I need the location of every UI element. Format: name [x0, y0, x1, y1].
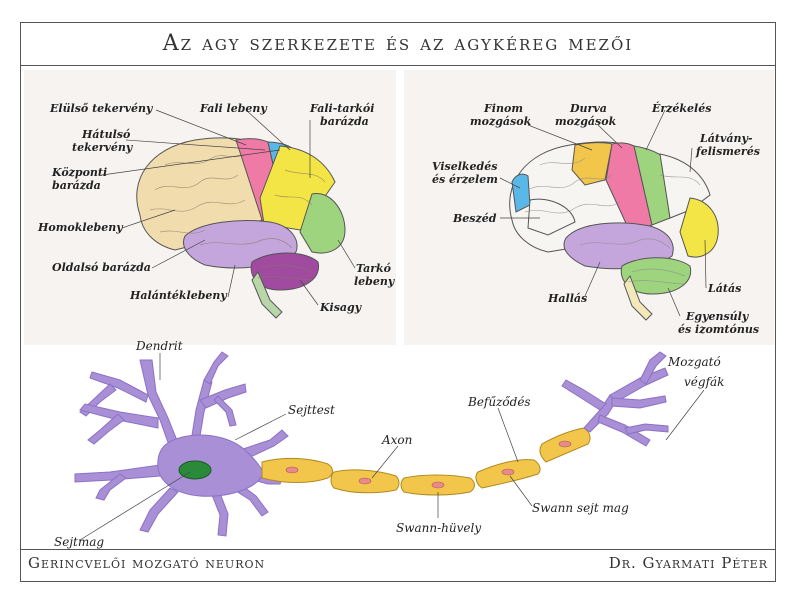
- label-mozgato-1: Mozgató: [667, 355, 721, 369]
- gyri-lines-right: [524, 157, 701, 285]
- speech-area: [527, 198, 576, 236]
- label-viselkedes-1: Viselkedés: [432, 160, 497, 173]
- swann-nucleus: [358, 477, 372, 485]
- label-finom-1: Finom: [483, 102, 523, 115]
- fine-motor-area: [571, 142, 613, 186]
- label-tarko-1: Tarkó: [356, 262, 391, 275]
- myelin-sheath: [261, 427, 591, 496]
- hearing-area: [563, 222, 674, 270]
- label-befuzodes: Befűződés: [467, 395, 531, 409]
- cell-nucleus: [178, 460, 212, 480]
- label-fali-lebeny: Fali lebeny: [199, 102, 268, 115]
- label-swann-huvely: Swann-hüvely: [396, 521, 481, 535]
- label-falitarkoi-2: barázda: [320, 115, 369, 128]
- label-mozgato-2: végfák: [684, 375, 724, 389]
- label-durva-2: mozgások: [555, 115, 617, 128]
- label-halantéklebeny: Halántéklebeny: [129, 289, 228, 302]
- label-latvany-1: Látvány-: [699, 132, 753, 145]
- label-hatulso-2: tekervény: [72, 141, 134, 154]
- label-viselkedes-2: és érzelem: [432, 173, 498, 186]
- label-finom-2: mozgások: [470, 115, 532, 128]
- page-title: Az agy szerkezete és az agykéreg mezői: [20, 22, 776, 66]
- label-latas: Látás: [707, 282, 741, 295]
- cell-body: [157, 434, 263, 497]
- label-swann-sejt-mag: Swann sejt mag: [532, 501, 629, 515]
- label-tarko-2: lebeny: [354, 275, 396, 288]
- motor-terminals: [561, 351, 669, 447]
- label-hallas: Hallás: [547, 292, 587, 305]
- label-homoklebeny: Homoklebeny: [37, 221, 124, 234]
- swann-nucleus: [558, 440, 572, 448]
- swann-nucleus: [501, 468, 515, 476]
- label-egyensuly-2: és izomtónus: [678, 323, 759, 336]
- swann-nuclei: [285, 440, 572, 489]
- motor-neuron: [74, 351, 669, 537]
- brain-right-illustration: [509, 141, 719, 321]
- swann-nucleus: [431, 481, 445, 489]
- parietal-lobe: [259, 145, 336, 231]
- label-sejtmag: Sejtmag: [54, 535, 104, 549]
- footer-divider: [20, 549, 776, 550]
- label-sejttest: Sejttest: [288, 403, 335, 417]
- label-falitarkoi-1: Fali-tarkói: [309, 102, 374, 115]
- label-durva-1: Durva: [569, 102, 607, 115]
- footer-caption: Gerincvelői mozgató neuron: [28, 554, 266, 572]
- label-egyensuly-1: Egyensúly: [685, 310, 750, 323]
- brain-stem: [251, 271, 283, 319]
- brain-stem-right: [623, 274, 653, 321]
- label-elulso-tekerveny: Elülső tekervény: [49, 102, 154, 115]
- label-kozponti-1: Központi: [51, 166, 107, 179]
- label-axon: Axon: [381, 433, 412, 447]
- dendrites: [74, 351, 289, 537]
- swann-nucleus: [285, 466, 299, 474]
- label-kozponti-2: barázda: [52, 179, 101, 192]
- label-erzekeles: Érzékelés: [651, 101, 711, 115]
- label-beszed: Beszéd: [452, 212, 497, 225]
- occipital-lobe: [299, 193, 346, 254]
- brain-right-leaders: [499, 109, 707, 317]
- author-credit: Dr. Gyarmati Péter: [608, 554, 768, 572]
- outer-frame: [20, 22, 776, 582]
- label-kisagy: Kisagy: [319, 301, 363, 314]
- label-oldalso-barazda: Oldalsó barázda: [52, 261, 151, 274]
- vision-area: [679, 197, 719, 258]
- brain-left-leaders: [101, 109, 356, 306]
- label-latvany-2: felismerés: [695, 145, 760, 158]
- label-hatulso-1: Hátulsó: [81, 128, 130, 141]
- label-dendrit: Dendrit: [135, 339, 183, 353]
- neuron-leaders: [79, 353, 705, 541]
